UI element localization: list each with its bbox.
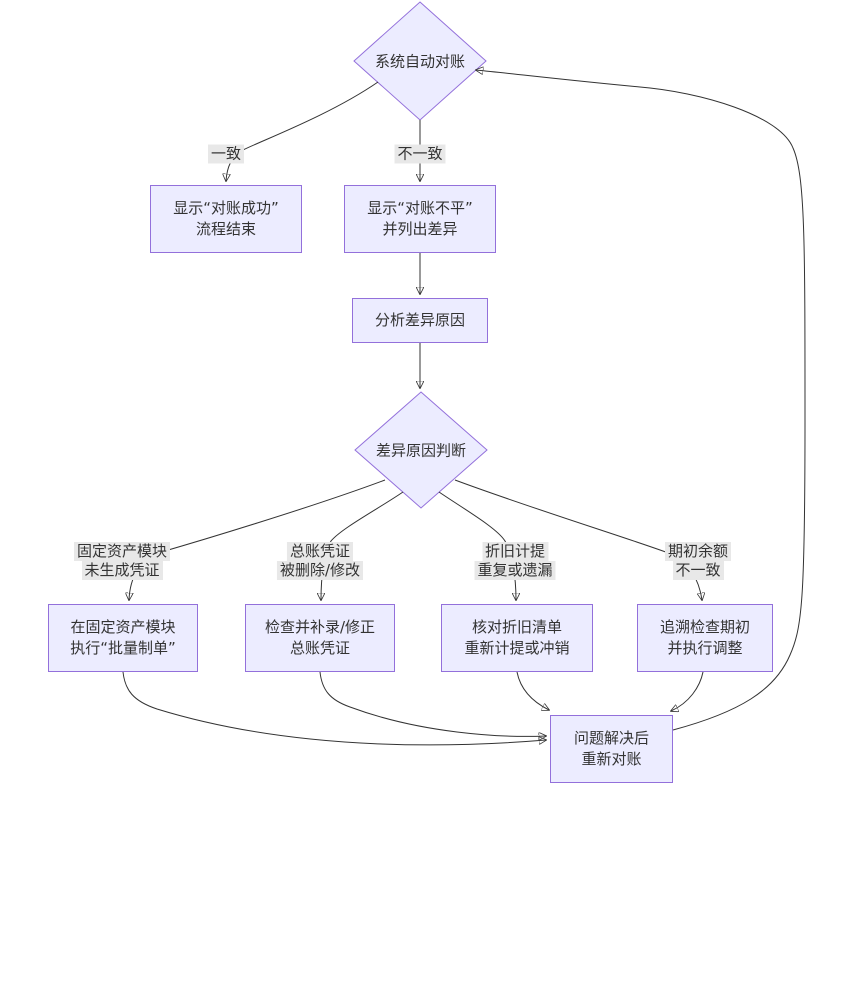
node-retry: 问题解决后 重新对账 — [550, 715, 673, 783]
edge-label-match: 一致 — [207, 144, 245, 164]
edge-label-match-text: 一致 — [207, 144, 245, 164]
edge-label-mismatch: 不一致 — [394, 144, 446, 164]
node-analyze-label: 分析差异原因 — [374, 311, 465, 329]
node-fix-gl-line2: 总账凭证 — [289, 639, 350, 657]
edge-judge-to-fix-fa — [129, 479, 386, 600]
decision-diamond-judge — [354, 391, 488, 509]
edge-label-cause-fa-line1: 固定资产模块 — [73, 542, 171, 561]
edge-label-cause-open-line1: 期初余额 — [664, 542, 732, 561]
edge-fix-gl-to-retry — [319, 671, 546, 736]
node-success-line1: 显示“对账成功” — [173, 199, 279, 217]
node-fix-fa-line1: 在固定资产模块 — [70, 618, 176, 636]
node-fix-open-line1: 追溯检查期初 — [659, 618, 750, 636]
edge-label-cause-gl: 总账凭证 被删除/修改 — [276, 542, 364, 580]
edge-label-cause-fa-line2: 未生成凭证 — [81, 561, 163, 580]
node-fix-dep-line1: 核对折旧清单 — [471, 618, 562, 636]
edge-label-cause-dep: 折旧计提 重复或遗漏 — [474, 542, 556, 580]
decision-label-judge: 差异原因判断 — [375, 441, 467, 460]
node-fix-gl: 检查并补录/修正 总账凭证 — [245, 604, 395, 672]
edge-label-cause-fa: 固定资产模块 未生成凭证 — [73, 542, 171, 580]
edge-fix-open-to-retry — [671, 671, 704, 711]
node-success: 显示“对账成功” 流程结束 — [150, 185, 302, 253]
edge-label-cause-gl-line2: 被删除/修改 — [276, 561, 364, 580]
edge-label-mismatch-text: 不一致 — [394, 144, 446, 164]
node-fix-open-line2: 并执行调整 — [667, 639, 743, 657]
decision-label-reconcile: 系统自动对账 — [374, 52, 466, 71]
node-retry-line2: 重新对账 — [581, 750, 642, 768]
edge-fix-dep-to-retry — [516, 671, 549, 710]
edge-label-cause-dep-line2: 重复或遗漏 — [474, 561, 556, 580]
node-unbalanced-line2: 并列出差异 — [382, 220, 458, 238]
edge-retry-loop-to-reconcile — [476, 70, 806, 731]
edge-fix-fa-to-retry — [122, 671, 546, 746]
node-analyze: 分析差异原因 — [352, 298, 488, 343]
node-fix-fa: 在固定资产模块 执行“批量制单” — [48, 604, 198, 672]
edge-label-cause-open-line2: 不一致 — [672, 561, 724, 580]
node-success-line2: 流程结束 — [195, 220, 256, 238]
edge-label-cause-dep-line1: 折旧计提 — [481, 542, 549, 561]
node-retry-line1: 问题解决后 — [573, 729, 649, 747]
node-fix-open: 追溯检查期初 并执行调整 — [637, 604, 773, 672]
node-fix-fa-line2: 执行“批量制单” — [70, 639, 176, 657]
node-fix-dep: 核对折旧清单 重新计提或冲销 — [441, 604, 593, 672]
edge-label-cause-open: 期初余额 不一致 — [664, 542, 732, 580]
edge-label-cause-gl-line1: 总账凭证 — [286, 542, 353, 561]
node-fix-gl-line1: 检查并补录/修正 — [264, 618, 376, 636]
node-fix-dep-line2: 重新计提或冲销 — [464, 639, 570, 657]
node-unbalanced: 显示“对账不平” 并列出差异 — [344, 185, 496, 253]
node-unbalanced-line1: 显示“对账不平” — [367, 199, 473, 217]
edge-reconcile-to-success — [226, 81, 379, 181]
edge-judge-to-fix-open — [454, 479, 702, 600]
